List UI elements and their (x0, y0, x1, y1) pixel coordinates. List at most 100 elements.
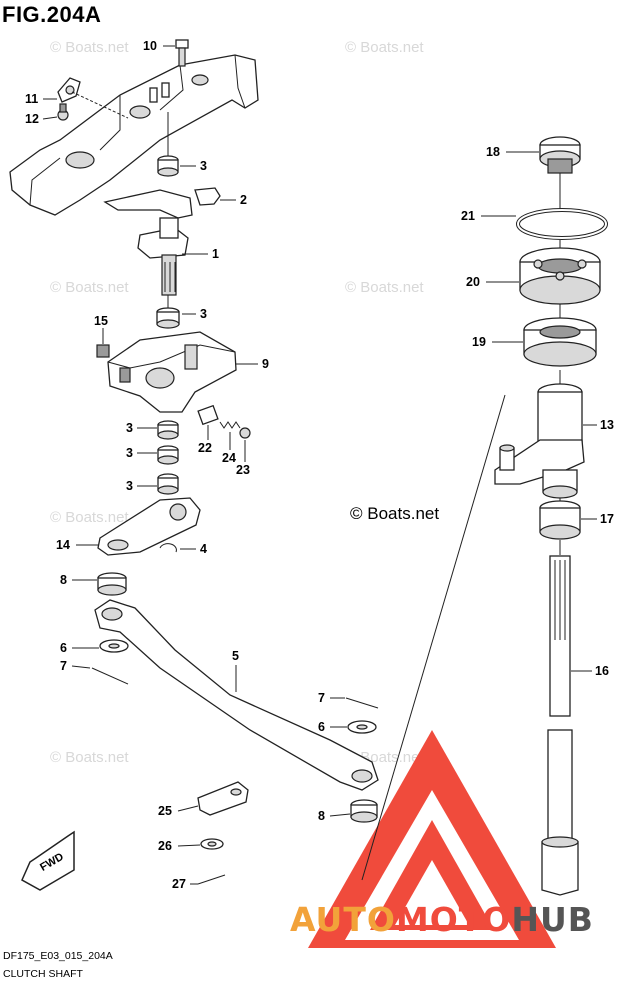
callout-3e: 3 (126, 479, 157, 493)
svg-text:25: 25 (158, 804, 172, 818)
brand-logo-triangle (308, 730, 556, 948)
brand-part-auto: AUTO (290, 900, 396, 939)
svg-text:11: 11 (25, 92, 38, 106)
svg-text:14: 14 (56, 538, 70, 552)
callout-1: 1 (182, 247, 219, 261)
callout-8a: 8 (60, 573, 97, 587)
bolt-part-10 (175, 39, 189, 67)
callout-25: 25 (158, 804, 199, 818)
callout-12: 12 (25, 112, 58, 126)
svg-text:12: 12 (25, 112, 39, 126)
svg-text:10: 10 (143, 39, 157, 53)
bushing-part-3d (157, 445, 179, 465)
callout-9: 9 (236, 357, 269, 371)
callout-27: 27 (172, 877, 198, 891)
svg-text:3: 3 (126, 479, 133, 493)
callout-20: 20 (466, 275, 519, 289)
svg-text:4: 4 (200, 542, 207, 556)
svg-text:18: 18 (486, 145, 500, 159)
callouts: 10 11 12 3 2 1 3 15 9 3 22 3 24 23 3 14 … (25, 39, 614, 891)
bushing-part-17 (539, 500, 581, 540)
callout-26: 26 (158, 839, 201, 853)
plug-part-15 (96, 344, 110, 358)
callout-3d: 3 (126, 446, 157, 460)
svg-text:17: 17 (600, 512, 614, 526)
svg-text:24: 24 (222, 451, 236, 465)
watermark-text: © Boats.net (50, 509, 129, 526)
figure-name: CLUTCH SHAFT (3, 968, 83, 980)
fwd-arrow-icon: FWD (21, 830, 75, 891)
svg-text:6: 6 (318, 720, 325, 734)
callout-3a: 3 (180, 159, 207, 173)
rod-part-5 (94, 599, 379, 791)
svg-text:3: 3 (126, 446, 133, 460)
washer-part-6b (347, 720, 377, 734)
bushing-part-3e (157, 473, 179, 495)
bracket-part-25 (197, 781, 249, 816)
cotter-pin-part-7a (91, 667, 129, 685)
sleeve-part-13 (494, 383, 585, 499)
brand-part-moto: MOTO (395, 900, 512, 939)
callout-15: 15 (94, 314, 108, 344)
screw-part-12 (57, 103, 69, 121)
bushing-part-3c (157, 420, 179, 440)
watermark-text: © Boats.net (50, 39, 129, 56)
watermark-text: © Boats.net (50, 749, 129, 766)
callout-10: 10 (143, 39, 175, 53)
callout-22: 22 (198, 425, 212, 455)
svg-text:23: 23 (236, 463, 250, 477)
svg-text:3: 3 (200, 307, 207, 321)
pin-part-27 (197, 874, 226, 885)
svg-text:22: 22 (198, 441, 212, 455)
svg-text:21: 21 (461, 209, 475, 223)
bearing-part-20 (519, 247, 601, 305)
pin-part-22 (197, 404, 219, 426)
spring-part-24 (219, 421, 241, 429)
svg-text:3: 3 (200, 159, 207, 173)
callout-11: 11 (25, 92, 57, 106)
callout-24: 24 (222, 432, 236, 465)
svg-text:9: 9 (262, 357, 269, 371)
svg-text:7: 7 (318, 691, 325, 705)
bushing-part-3b (156, 307, 180, 329)
svg-text:8: 8 (60, 573, 67, 587)
washer-part-26 (200, 838, 224, 850)
bushing-part-3a (157, 155, 179, 177)
shift-bracket-part (9, 54, 259, 216)
ball-part-23 (239, 427, 251, 439)
callout-14: 14 (56, 538, 98, 552)
svg-text:3: 3 (126, 421, 133, 435)
callout-5: 5 (232, 649, 239, 692)
clutch-shaft-part-16 (541, 555, 579, 896)
lever-part-14 (97, 497, 201, 556)
svg-text:13: 13 (600, 418, 614, 432)
callout-19: 19 (472, 335, 523, 349)
callout-23: 23 (236, 440, 250, 477)
callout-7b: 7 (318, 691, 345, 705)
spring-clip-part-2 (194, 187, 221, 206)
brand-part-hub: HUB (511, 900, 594, 939)
callout-17: 17 (581, 512, 614, 526)
callout-16: 16 (571, 664, 609, 678)
watermarks: © Boats.net © Boats.net © Boats.net © Bo… (50, 39, 424, 766)
svg-text:15: 15 (94, 314, 108, 328)
watermark-text: © Boats.net (345, 39, 424, 56)
brand-wordmark: AUTOMOTOHUB (290, 900, 594, 939)
washer-part-6a (99, 639, 129, 653)
cotter-pin-part-7b (345, 697, 379, 709)
callout-13: 13 (583, 418, 614, 432)
snap-ring-part-21 (516, 208, 608, 240)
plug-part-18 (539, 136, 581, 174)
shift-lever-part-1 (103, 189, 193, 296)
svg-text:1: 1 (212, 247, 219, 261)
bushing-part-8a (97, 572, 127, 596)
watermark-text: © Boats.net (50, 279, 129, 296)
callout-2: 2 (220, 193, 247, 207)
svg-text:7: 7 (60, 659, 67, 673)
callout-4: 4 (180, 542, 207, 556)
callout-6b: 6 (318, 720, 347, 734)
svg-text:27: 27 (172, 877, 186, 891)
svg-text:6: 6 (60, 641, 67, 655)
figure-code: DF175_E03_015_204A (3, 950, 113, 962)
figure-title: FIG.204A (2, 2, 102, 27)
